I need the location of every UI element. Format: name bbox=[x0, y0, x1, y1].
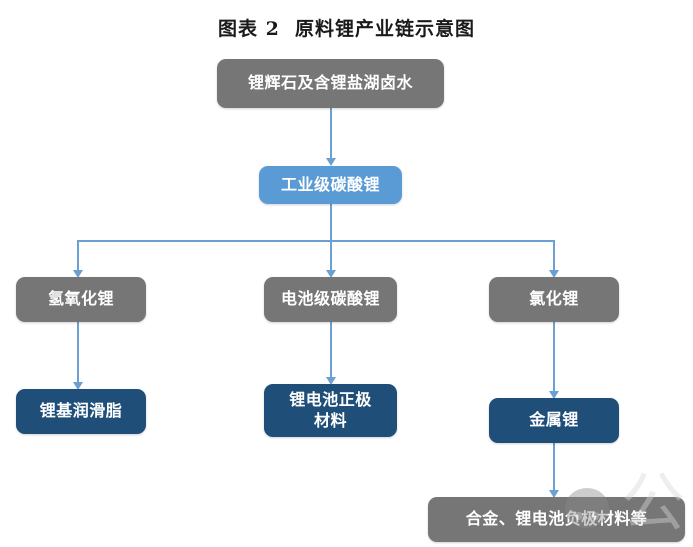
arrowhead-hydroxide-to-grease bbox=[73, 382, 83, 390]
arrowhead-metal-lithium-to-alloy-anode bbox=[549, 490, 559, 498]
connector-hydroxide-to-grease bbox=[77, 321, 79, 384]
connector-bus-to-hydroxide bbox=[77, 240, 79, 272]
connector-raw-to-industrial bbox=[330, 108, 332, 160]
node-lithium-grease[interactable]: 锂基润滑脂 bbox=[16, 389, 146, 434]
page-title: 图表 2 原料锂产业链示意图 bbox=[217, 18, 476, 40]
arrowhead-chloride-to-metal-lithium bbox=[549, 391, 559, 399]
node-raw-material[interactable]: 锂辉石及含锂盐湖卤水 bbox=[217, 59, 444, 108]
connector-bus-to-chloride bbox=[553, 240, 555, 272]
node-industrial-lithium-carbonate[interactable]: 工业级碳酸锂 bbox=[259, 166, 402, 204]
node-lithium-battery-cathode-material[interactable]: 锂电池正极 材料 bbox=[264, 384, 397, 437]
connector-split-bus bbox=[78, 240, 555, 242]
connector-chloride-to-metal-lithium bbox=[553, 321, 555, 393]
arrowhead-raw-to-industrial bbox=[326, 158, 336, 166]
node-lithium-metal[interactable]: 金属锂 bbox=[489, 398, 619, 443]
arrowhead-bus-to-chloride bbox=[549, 270, 559, 278]
node-lithium-chloride[interactable]: 氯化锂 bbox=[489, 277, 619, 322]
arrowhead-bus-to-battery-carbonate bbox=[326, 270, 336, 278]
connector-battery-carbonate-to-cathode bbox=[330, 321, 332, 379]
connector-metal-lithium-to-alloy-anode bbox=[553, 443, 555, 493]
arrowhead-battery-carbonate-to-cathode bbox=[326, 377, 336, 385]
connector-industrial-stem bbox=[330, 203, 332, 241]
node-lithium-hydroxide[interactable]: 氢氧化锂 bbox=[16, 277, 146, 322]
connector-bus-to-battery-carbonate bbox=[330, 240, 332, 272]
node-battery-grade-lithium-carbonate[interactable]: 电池级碳酸锂 bbox=[264, 277, 397, 322]
node-alloy-and-anode-material[interactable]: 合金、锂电池负极材料等 bbox=[428, 497, 685, 542]
arrowhead-bus-to-hydroxide bbox=[73, 270, 83, 278]
